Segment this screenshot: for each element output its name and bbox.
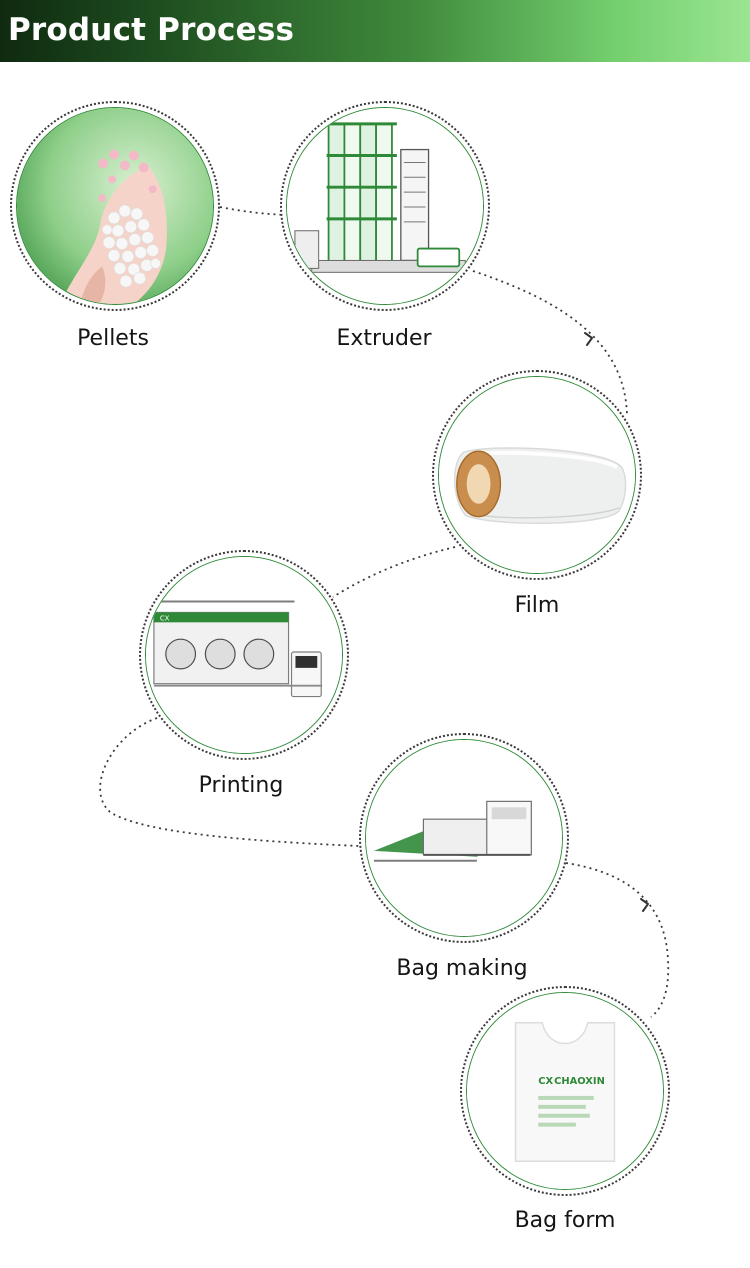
step-label-bag-form: Bag form xyxy=(490,1207,640,1235)
step-label-film: Film xyxy=(462,592,612,620)
bag-form-image: CX CHAOXIN xyxy=(466,992,664,1190)
step-label-printing: Printing xyxy=(166,772,316,800)
bag-brand-name: CHAOXIN xyxy=(554,1076,605,1087)
page-title: Product Process xyxy=(8,10,294,50)
bag-making-image xyxy=(365,739,563,937)
step-label-pellets: Pellets xyxy=(38,325,188,353)
printing-image: CX xyxy=(145,556,343,754)
pellets-image xyxy=(16,107,214,305)
extruder-image xyxy=(286,107,484,305)
printing-brand-logo: CX xyxy=(160,614,170,622)
step-label-bag-making: Bag making xyxy=(387,955,537,983)
step-label-extruder: Extruder xyxy=(309,325,459,353)
arrow-icon xyxy=(582,330,600,348)
header-banner: Product Process xyxy=(0,0,750,62)
film-image xyxy=(438,376,636,574)
arrow-icon xyxy=(638,896,656,914)
bag-logo-mark: CX xyxy=(538,1076,553,1087)
